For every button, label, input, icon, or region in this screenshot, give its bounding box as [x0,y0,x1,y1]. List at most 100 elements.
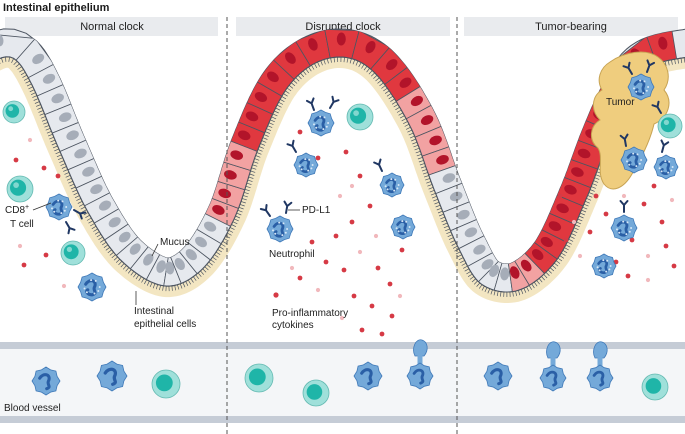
cell-nucleus [32,53,45,65]
vessel-neutrophil [31,366,61,396]
cytokine-dot [43,252,49,258]
cell-nucleus [185,249,197,261]
epithelial-label-line1: Intestinal [134,306,174,317]
cell-nucleus [410,95,423,107]
cytokine-dot [587,229,593,235]
cytokine-dot [359,327,365,333]
vessel-tcell [244,363,274,393]
cytokine-dot [379,331,385,337]
tcell [6,175,34,203]
cytokine-dot [297,275,303,281]
cell-nucleus [174,258,185,270]
vessel-tcell [302,379,330,407]
pdl1-receptor [373,158,383,172]
neutrophil [620,146,648,174]
panel-header-disrupted [236,17,450,36]
cell-nucleus [436,155,449,165]
cytokine-dot [621,193,627,199]
vessel-neutrophil [483,361,513,391]
neutrophil [77,272,107,302]
cytokine-dot [27,137,33,143]
cytokine-dot [357,249,363,255]
neutrophil [307,109,335,137]
cell-nucleus [0,33,4,47]
cell-nucleus [129,243,141,255]
neutrophil [591,253,617,279]
neutrophil [653,154,679,180]
cytokine-dot [13,157,19,163]
cell-nucleus [399,77,412,88]
tcell [2,100,26,124]
cell-nucleus [203,221,217,232]
cd8-label: CD8+ [5,204,29,216]
cytokine-dot [17,243,23,249]
pdl1-receptor [329,95,340,109]
cell-nucleus [165,261,175,275]
cytokine-dot [41,165,47,171]
cd8-leader [32,202,52,211]
neutrophil [293,152,319,178]
leader-lines [32,202,300,305]
extravasating-neutrophil [593,341,608,367]
panel-header-normal [5,17,218,36]
cytokines-label-line2: cytokines [272,320,314,331]
cell-nucleus [442,173,456,183]
cell-nucleus [143,253,154,266]
pdl1-receptor [286,139,297,153]
cell-nucleus [449,191,463,202]
cytokine-dot [669,197,675,203]
cell-nucleus [336,32,346,46]
cytokine-dot [373,233,379,239]
cytokine-dot [659,219,665,225]
cell-nucleus [254,92,268,102]
cell-nucleus [218,188,232,199]
cytokine-dot [641,201,647,207]
cell-nucleus [156,260,166,273]
vessel-tcell [641,373,669,401]
cell-nucleus [481,259,494,270]
cell-nucleus [531,249,544,261]
cell-nucleus [564,184,577,195]
cytokine-dot [341,267,347,273]
cytokine-dot [351,293,357,299]
vessel-neutrophil [96,360,128,392]
cytokine-dot [349,183,355,189]
tcell [346,103,374,131]
cytokines-label-line1: Pro-inflammatory [272,308,348,319]
vessel-neutrophil [539,364,567,392]
pdl1-receptor [283,200,293,214]
cytokine-dot [375,265,381,271]
panel-title-disrupted-clock: Disrupted clock [305,21,381,33]
vessel-wall-bottom [0,416,685,423]
pdl1-receptor [660,139,670,153]
tcell-label: T cell [10,219,34,230]
pdl1-receptor [619,200,629,213]
cell-nucleus [420,115,434,126]
pdl1-receptor [305,97,315,111]
epithelial-label-line2: epithelial cells [134,319,196,330]
cell-nucleus [509,266,520,279]
cell-nucleus [385,59,398,71]
pdl1-receptor [619,133,629,147]
cell-nucleus [308,38,318,51]
cell-nucleus [108,217,121,228]
cell-nucleus [365,41,376,54]
cell-nucleus [118,231,131,243]
cell-nucleus [90,184,103,195]
cell-nucleus [577,148,591,159]
vessel-neutrophil [586,364,614,392]
epithelial-cells [0,28,678,292]
cytokine-dot [663,243,669,249]
cell-nucleus [500,267,510,281]
mucus-leader [151,243,159,257]
extravasating-neutrophil [413,339,428,365]
vessel-cells [31,339,669,407]
cytokine-dot [337,193,343,199]
pdl1-receptor [651,100,662,114]
cell-nucleus [98,200,112,211]
cytokine-dot [593,193,599,199]
panel-headers: Normal clock Disrupted clock Tumor-beari… [5,17,678,36]
panel-title-tumor-bearing: Tumor-bearing [535,21,607,33]
cell-nucleus [66,130,79,141]
